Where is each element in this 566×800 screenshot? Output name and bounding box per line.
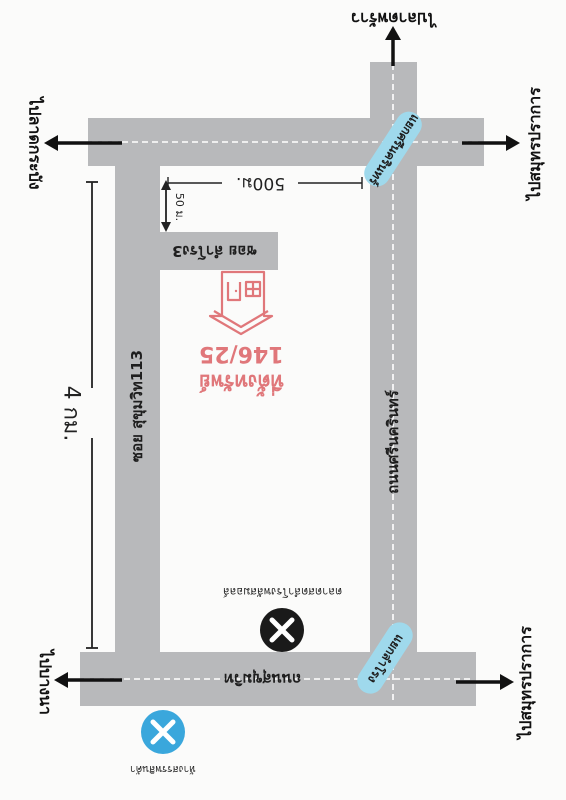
junction-badge-top bbox=[364, 111, 422, 187]
distance-markers bbox=[86, 177, 363, 649]
dest-left-bottom-label: ไปบางนา bbox=[35, 649, 55, 715]
direction-arrows bbox=[44, 26, 520, 690]
arrow-icon bbox=[54, 672, 68, 688]
dest-right-top-label: ไปสมุทรปราการ bbox=[524, 86, 544, 200]
house-door bbox=[226, 282, 242, 302]
dest-top-label: ไปลาดพร้าว bbox=[350, 8, 436, 28]
close-cross bbox=[269, 617, 295, 643]
landmark-blue-label: ห้างสรรพสินค้า bbox=[130, 762, 196, 774]
dest-left-top-label: ไปลาดกระบัง bbox=[25, 96, 45, 190]
house-icon bbox=[208, 270, 274, 336]
soi-vertical bbox=[115, 166, 160, 652]
arrow-icon bbox=[161, 222, 171, 232]
house-door-knob bbox=[234, 289, 238, 293]
bottom-road-label: ถนนสุขุมวิท bbox=[223, 670, 301, 688]
dist-500-label: 500ม. bbox=[235, 172, 285, 193]
arrow-icon bbox=[161, 180, 171, 190]
house-outline bbox=[208, 270, 274, 336]
main-road-label: ถนนศรีนครินทร์ bbox=[383, 390, 402, 494]
blue-marker-icon bbox=[141, 710, 185, 754]
arrow-icon bbox=[506, 135, 520, 151]
landmark-black-label: ตลาดสดลำโรงพลัสมอลล์ bbox=[222, 585, 342, 598]
dist-50-label: 50 ม. bbox=[173, 192, 187, 222]
arrow-icon bbox=[500, 674, 514, 690]
soi-small-label: ซอย ลำโรง3 bbox=[171, 242, 257, 260]
dest-right-bottom-label: ไปสมุทรปราการ bbox=[515, 625, 535, 739]
soi-main-label: ซอย สุขุมวิท113 bbox=[128, 349, 147, 463]
house-number: 146/25 bbox=[198, 340, 284, 366]
house-roof-line bbox=[213, 310, 269, 329]
close-cross bbox=[150, 719, 176, 745]
junction-badge-bottom bbox=[357, 622, 413, 694]
soi-small-horizontal bbox=[160, 232, 278, 270]
dist-4km-label: 4 กม. bbox=[58, 385, 84, 441]
house-window bbox=[244, 280, 262, 298]
house-title: ที่ตั้งทรัพย์ bbox=[198, 370, 284, 394]
arrow-icon bbox=[385, 26, 401, 40]
black-marker-icon bbox=[260, 608, 304, 652]
arrow-icon bbox=[44, 135, 58, 151]
